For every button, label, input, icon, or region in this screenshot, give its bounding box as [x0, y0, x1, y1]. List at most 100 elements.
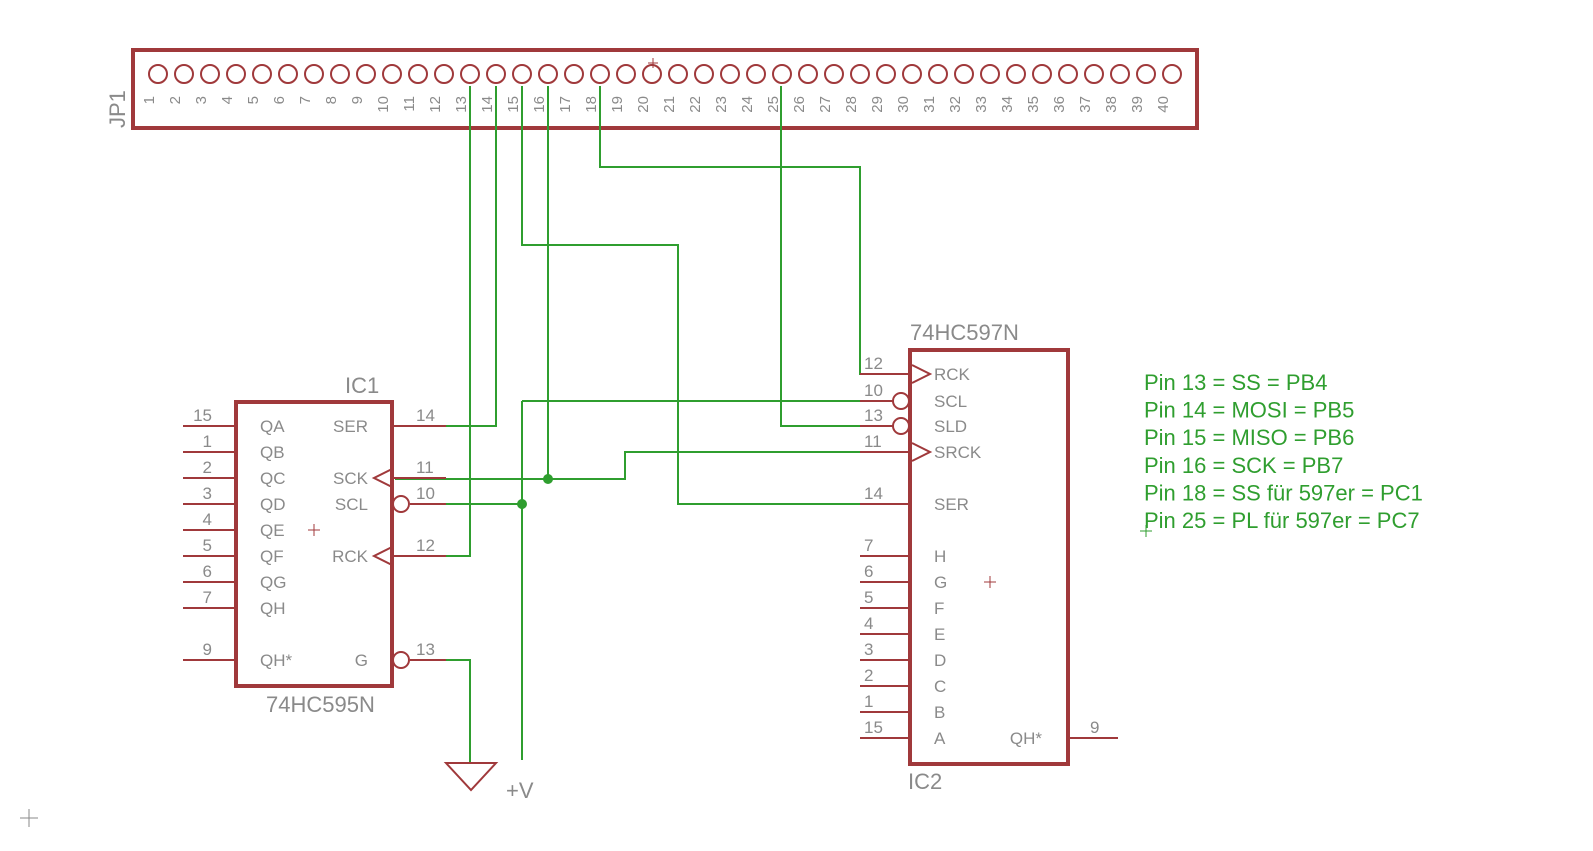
- header-pin-pad: [356, 64, 376, 84]
- ic1-pin-label: SCK: [333, 469, 369, 488]
- header-pin-pad: [824, 64, 844, 84]
- ic2-pin-number: 2: [864, 666, 873, 685]
- header-pin-number: 22: [687, 96, 704, 113]
- ic2-pin-number: 13: [864, 406, 883, 425]
- header-pin-number: 20: [635, 96, 652, 113]
- ic1-pin-label: QF: [260, 547, 284, 566]
- wire-sld: [780, 86, 894, 427]
- header-pin-number: 13: [453, 96, 470, 113]
- ic1-pin-label: G: [355, 651, 368, 670]
- header-pin-pad: [746, 64, 766, 84]
- header-pin-pad: [1084, 64, 1104, 84]
- header-pin-number: 12: [427, 96, 444, 113]
- gnd-symbol: [443, 762, 499, 792]
- ic1-pin-number: 12: [416, 536, 435, 555]
- header-pin-number: 7: [297, 96, 314, 104]
- header-pin-pad: [538, 64, 558, 84]
- header-outline: [131, 48, 1199, 130]
- header-pin-pad: [876, 64, 896, 84]
- header-pin-number: 36: [1051, 96, 1068, 113]
- ic1-pin-number: 4: [203, 510, 212, 529]
- header-name: JP1: [105, 90, 130, 128]
- ic2-pin-number: 9: [1090, 718, 1099, 737]
- pin-note: Pin 13 = SS = PB4: [1144, 370, 1327, 395]
- ic1-pin-number: 14: [416, 406, 435, 425]
- header-pin-pad: [564, 64, 584, 84]
- ic1-pin-number: 15: [193, 406, 212, 425]
- pin-note: Pin 16 = SCK = PB7: [1144, 453, 1343, 478]
- header-pin-number: 16: [531, 96, 548, 113]
- pin-note: Pin 14 = MOSI = PB5: [1144, 398, 1354, 423]
- ic1-pin-label: QD: [260, 495, 286, 514]
- header-pin-number: 14: [479, 96, 496, 113]
- ic2-pin-label: QH*: [1010, 729, 1043, 748]
- header-pin-number: 40: [1155, 96, 1172, 113]
- header-pin-pad: [408, 64, 428, 84]
- header-pin-pad: [278, 64, 298, 84]
- ic2-pin-label: A: [934, 729, 946, 748]
- ic2-pin-number: 4: [864, 614, 873, 633]
- header-pin-pad: [1110, 64, 1130, 84]
- ic1-pin-number: 7: [203, 588, 212, 607]
- header-pin-pad: [980, 64, 1000, 84]
- ic1-pin-label: QH: [260, 599, 286, 618]
- wire-mosi: [395, 86, 497, 427]
- ic1-pin-number: 5: [203, 536, 212, 555]
- header-pin-number: 29: [869, 96, 886, 113]
- header-pin-number: 35: [1025, 96, 1042, 113]
- header-pin-pad: [642, 64, 662, 84]
- clock-marker: [911, 364, 933, 384]
- clock-marker: [371, 468, 393, 488]
- header-pin-number: 38: [1103, 96, 1120, 113]
- wire-sck-bus: [395, 451, 910, 480]
- inversion-bubble: [892, 392, 910, 410]
- ic2-name: IC2: [908, 769, 942, 794]
- header-pin-number: 5: [245, 96, 262, 104]
- wires: [395, 86, 910, 762]
- header-pin-number: 27: [817, 96, 834, 113]
- header-pin-pad: [226, 64, 246, 84]
- header-pin-number: 31: [921, 96, 938, 113]
- ic2-pin-label: SCL: [934, 392, 967, 411]
- header-pin-number: 32: [947, 96, 964, 113]
- ic2-pin-label: D: [934, 651, 946, 670]
- header-pin-pad: [434, 64, 454, 84]
- pin-note: Pin 25 = PL für 597er = PC7: [1144, 508, 1420, 533]
- header-pin-number: 15: [505, 96, 522, 113]
- header-pin-pad: [668, 64, 688, 84]
- pin-note: Pin 18 = SS für 597er = PC1: [1144, 480, 1423, 505]
- wire-miso: [521, 86, 910, 505]
- header-pin-number: 4: [219, 96, 236, 104]
- ic1-pin-label: QH*: [260, 651, 293, 670]
- wire-gnd: [410, 659, 471, 762]
- ic2-pin-number: 10: [864, 381, 883, 400]
- header-pin-number: 26: [791, 96, 808, 113]
- ic1-pin-number: 3: [203, 484, 212, 503]
- header-pin-number: 3: [193, 96, 210, 104]
- header-pin-pad: [720, 64, 740, 84]
- header-pin-pad: [1136, 64, 1156, 84]
- header-pin-number: 19: [609, 96, 626, 113]
- ic2-pin-number: 5: [864, 588, 873, 607]
- inversion-bubble: [392, 495, 410, 513]
- ic1-name: IC1: [345, 373, 379, 398]
- ic2-pin-label: SER: [934, 495, 969, 514]
- ic2-pin-label: H: [934, 547, 946, 566]
- ic2-pin-label: C: [934, 677, 946, 696]
- ic2-pin-number: 1: [864, 692, 873, 711]
- header-pin-number: 17: [557, 96, 574, 113]
- header-pin-pad: [954, 64, 974, 84]
- ic2-pin-number: 11: [864, 432, 882, 451]
- ic2-pin-number: 15: [864, 718, 883, 737]
- ic2-74hc597: 74HC597N IC2 12RCK10SCL13SLD11SRCK14SER7…: [860, 320, 1118, 794]
- ic2-pin-label: B: [934, 703, 945, 722]
- ic1-pin-number: 9: [203, 640, 212, 659]
- header-pin-pad: [798, 64, 818, 84]
- ic1-value: 74HC595N: [266, 692, 375, 717]
- header-pin-pad: [694, 64, 714, 84]
- header-pin-pad: [1006, 64, 1026, 84]
- header-pin-pad: [148, 64, 168, 84]
